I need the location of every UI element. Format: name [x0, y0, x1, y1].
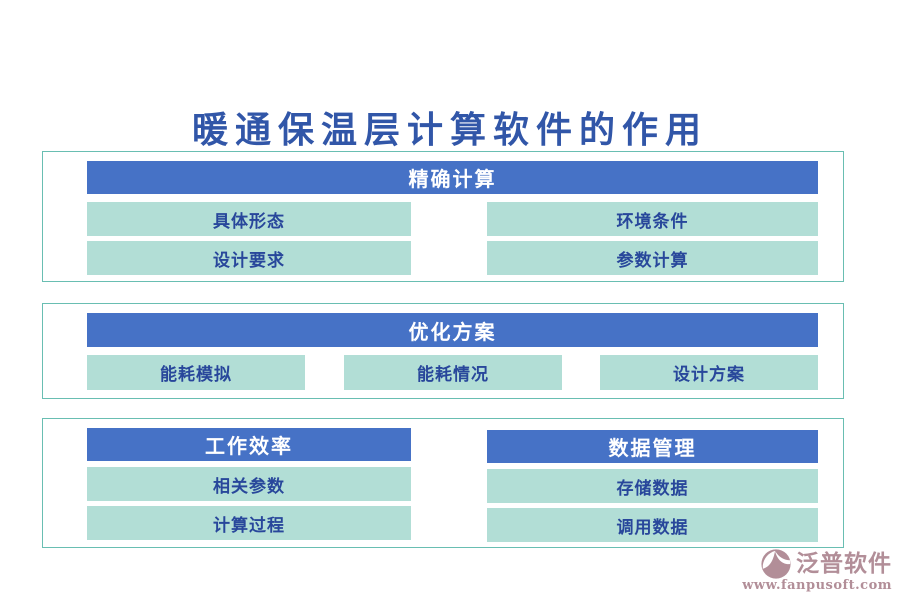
vendor-url: www.fanpusoft.com — [742, 578, 892, 593]
item-parameter-calculation: 参数计算 — [487, 241, 818, 275]
item-energy-simulation: 能耗模拟 — [87, 355, 305, 390]
fanpu-logo-icon — [760, 548, 792, 580]
item-related-parameters: 相关参数 — [87, 467, 411, 501]
vendor-logo: 泛普软件 www.fanpusoft.com — [702, 548, 892, 593]
section-accurate-calculation: 精确计算 具体形态 环境条件 设计要求 参数计算 — [42, 151, 844, 282]
section-efficiency-and-data: 工作效率 相关参数 计算过程 数据管理 存储数据 调用数据 — [42, 418, 844, 548]
item-store-data: 存储数据 — [487, 469, 818, 503]
section-header-data-management: 数据管理 — [487, 430, 818, 463]
item-calculation-process: 计算过程 — [87, 506, 411, 540]
item-energy-status: 能耗情况 — [344, 355, 562, 390]
vendor-name: 泛普软件 — [796, 550, 892, 578]
section-header-optimization-plan: 优化方案 — [87, 313, 818, 347]
item-environment-conditions: 环境条件 — [487, 202, 818, 236]
section-header-accurate-calculation: 精确计算 — [87, 161, 818, 194]
item-retrieve-data: 调用数据 — [487, 508, 818, 542]
item-specific-form: 具体形态 — [87, 202, 411, 236]
section-header-work-efficiency: 工作效率 — [87, 428, 411, 461]
page-title: 暖通保温层计算软件的作用 — [191, 109, 708, 151]
item-design-plan: 设计方案 — [600, 355, 818, 390]
item-design-requirements: 设计要求 — [87, 241, 411, 275]
section-optimization-plan: 优化方案 能耗模拟 能耗情况 设计方案 — [42, 303, 844, 399]
